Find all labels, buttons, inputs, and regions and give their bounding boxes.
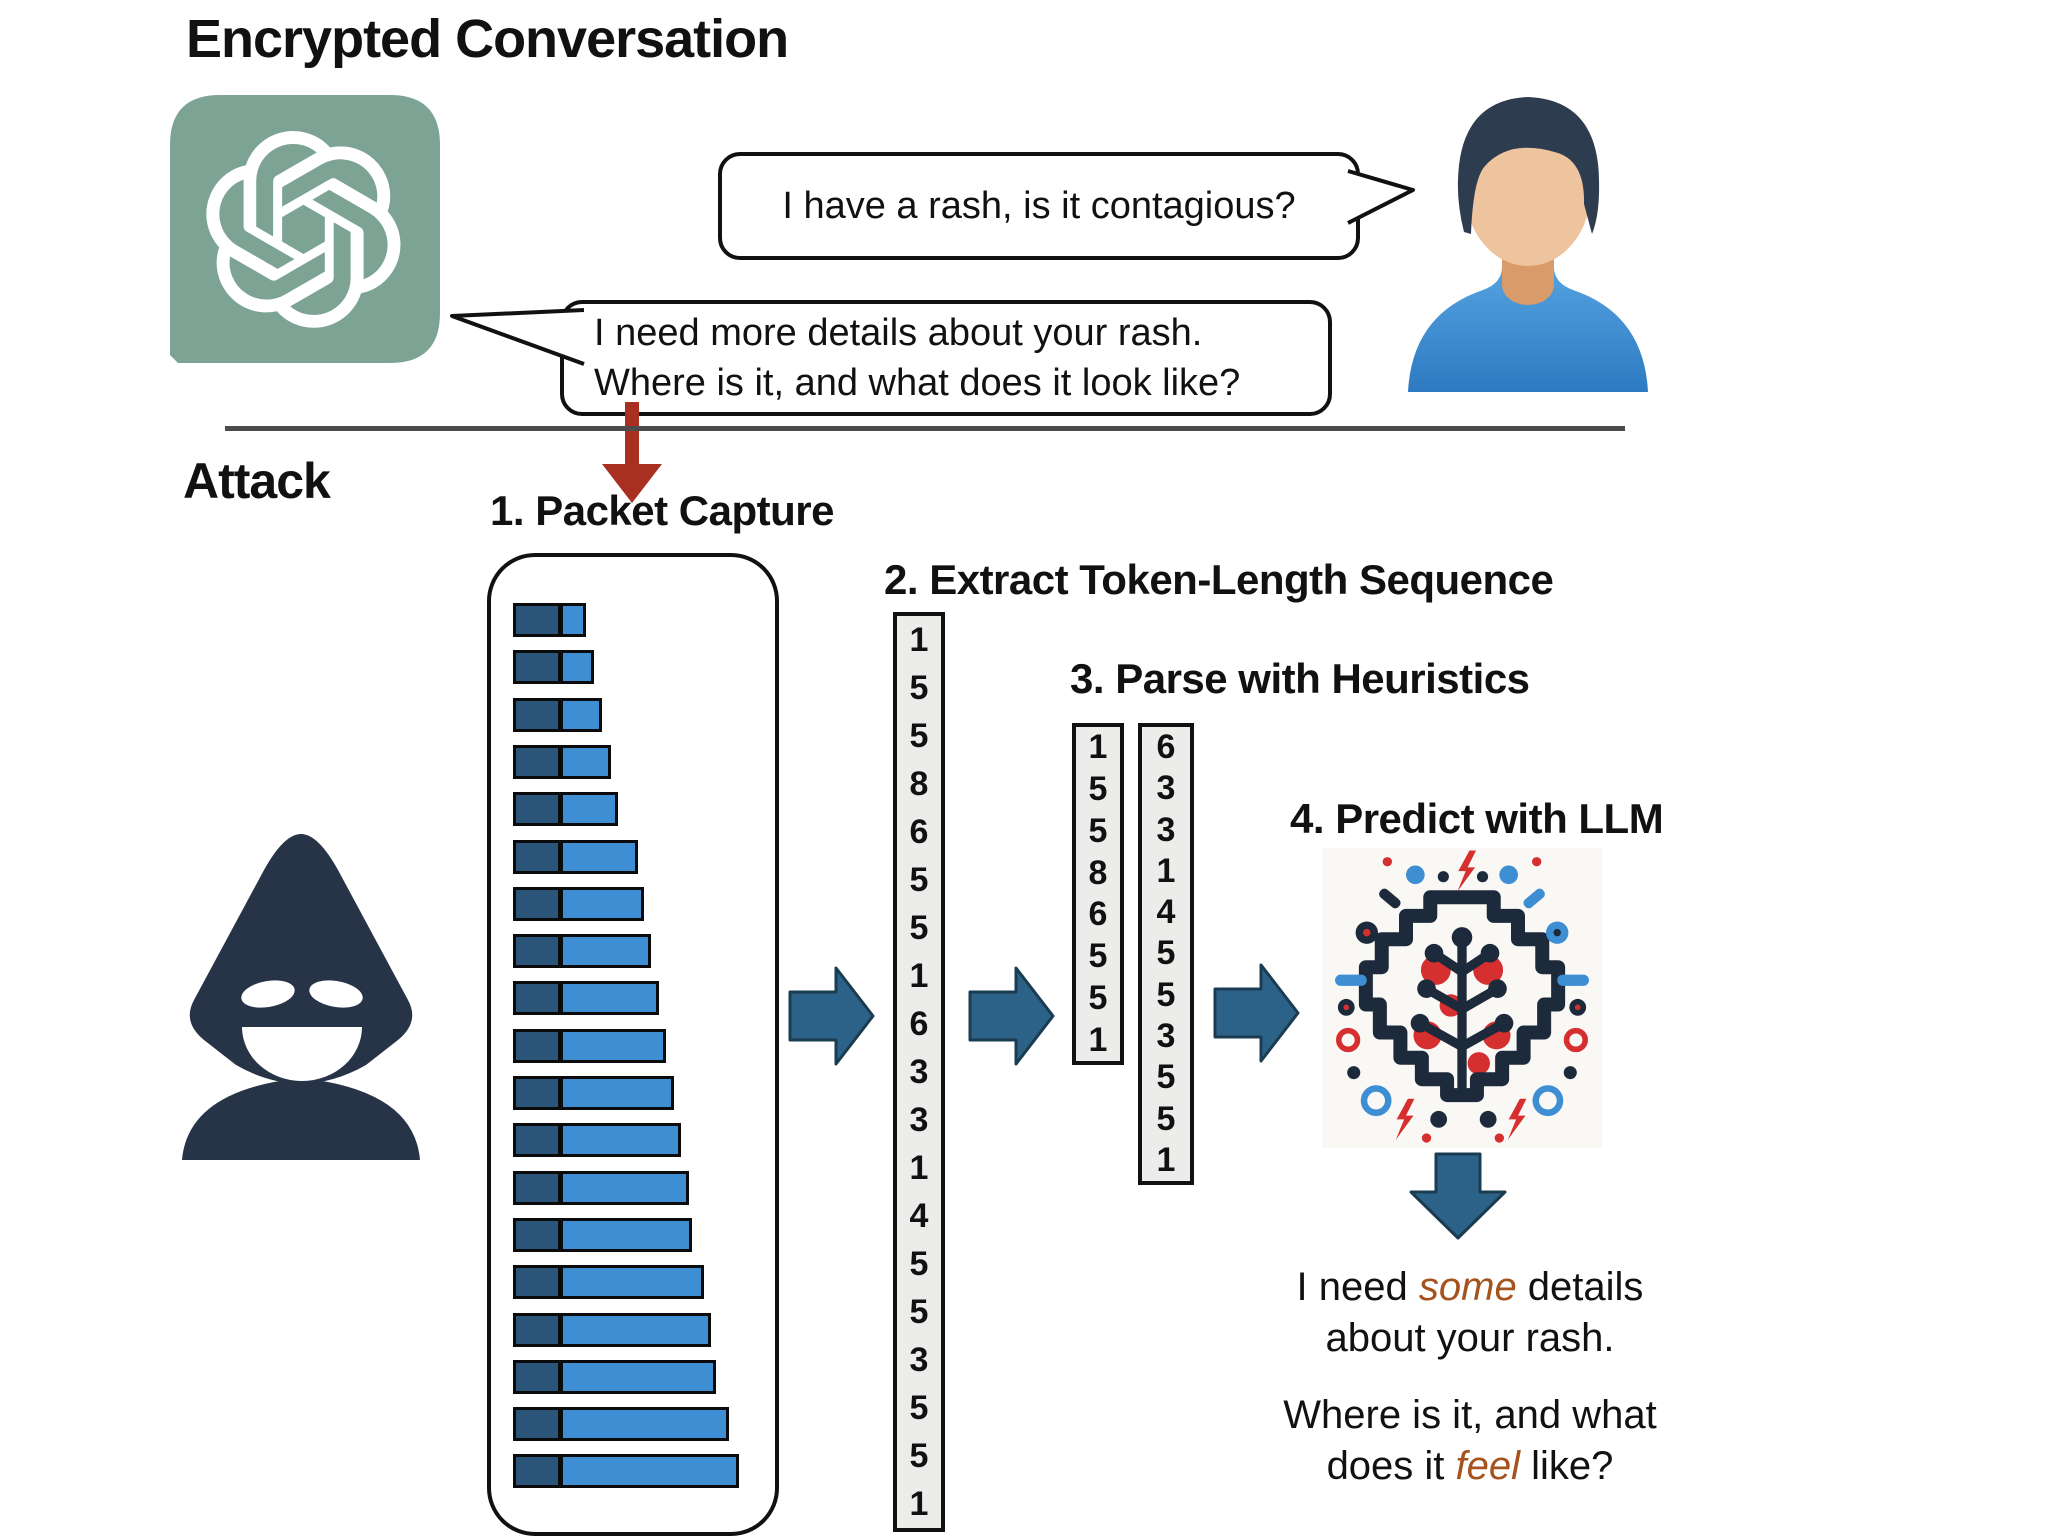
packet-bar bbox=[513, 1407, 729, 1442]
token-length-value: 5 bbox=[909, 1244, 929, 1283]
token-length-value: 5 bbox=[1156, 1058, 1176, 1097]
token-length-value: 6 bbox=[909, 1004, 929, 1043]
token-length-value: 5 bbox=[1156, 934, 1176, 973]
prediction-emphasis-word: feel bbox=[1455, 1444, 1521, 1488]
assistant-bubble: I need more details about your rash. Whe… bbox=[560, 300, 1332, 416]
token-length-value: 5 bbox=[1156, 975, 1176, 1014]
token-length-value: 1 bbox=[909, 1148, 929, 1187]
assistant-bubble-line2: Where is it, and what does it look like? bbox=[594, 362, 1241, 404]
hacker-icon bbox=[160, 822, 442, 1160]
packet-bar bbox=[513, 1123, 681, 1158]
token-length-value: 3 bbox=[1156, 810, 1176, 849]
assistant-bubble-tail bbox=[450, 308, 585, 366]
token-length-value: 5 bbox=[1156, 1099, 1176, 1138]
user-bubble-tail bbox=[1347, 169, 1415, 225]
flow-arrow-icon bbox=[968, 966, 1055, 1066]
chatgpt-logo-icon bbox=[170, 95, 440, 363]
packet-bar bbox=[513, 934, 651, 969]
token-length-value: 5 bbox=[1088, 978, 1108, 1017]
token-length-value: 3 bbox=[909, 1052, 929, 1091]
packet-bar bbox=[513, 1265, 704, 1300]
token-length-value: 1 bbox=[1088, 728, 1108, 767]
packet-bar bbox=[513, 697, 602, 732]
token-length-value: 3 bbox=[909, 1340, 929, 1379]
prediction-paragraph-2: Where is it, and what does it feel like? bbox=[1240, 1390, 1700, 1492]
packet-bar bbox=[513, 981, 659, 1016]
assistant-bubble-line1: I need more details about your rash. bbox=[594, 312, 1203, 354]
step2-label: 2. Extract Token-Length Sequence bbox=[884, 556, 1554, 603]
token-length-value: 5 bbox=[1088, 811, 1108, 850]
prediction-text-seg: like? bbox=[1520, 1444, 1614, 1488]
flow-arrow-icon bbox=[788, 966, 875, 1066]
packet-bar bbox=[513, 1312, 711, 1347]
prediction-emphasis-word: some bbox=[1418, 1265, 1517, 1309]
token-length-value: 4 bbox=[909, 1196, 929, 1235]
prediction-text-seg: does it bbox=[1326, 1444, 1456, 1488]
packet-bar bbox=[513, 886, 644, 921]
packet-bar bbox=[513, 839, 638, 874]
user-bubble-text: I have a rash, is it contagious? bbox=[782, 185, 1296, 227]
step1-label: 1. Packet Capture bbox=[490, 487, 835, 534]
token-length-value: 3 bbox=[1156, 1016, 1176, 1055]
packet-bar bbox=[513, 603, 586, 637]
packet-bar bbox=[513, 1076, 674, 1110]
token-length-value: 6 bbox=[1156, 728, 1176, 767]
step4-label: 4. Predict with LLM bbox=[1290, 795, 1664, 842]
token-length-value: 8 bbox=[1088, 853, 1108, 892]
token-length-value: 5 bbox=[909, 860, 929, 899]
user-bubble: I have a rash, is it contagious? bbox=[718, 152, 1360, 260]
token-length-value: 1 bbox=[1156, 851, 1176, 890]
token-length-column: 1 5 5 8 6 5 5 1 6 3 3 1 4 5 5 3 5 5 1 bbox=[893, 612, 945, 1532]
token-length-value: 8 bbox=[909, 764, 929, 803]
packet-bar bbox=[513, 1359, 716, 1394]
user-avatar-icon bbox=[1388, 62, 1668, 392]
token-length-value: 5 bbox=[909, 1388, 929, 1427]
packet-bar bbox=[513, 792, 618, 827]
token-length-value: 5 bbox=[909, 1292, 929, 1331]
prediction-paragraph-1: I need some details about your rash. bbox=[1240, 1262, 1700, 1364]
token-length-value: 1 bbox=[909, 1484, 929, 1523]
token-length-value: 1 bbox=[909, 620, 929, 659]
token-length-value: 1 bbox=[1088, 1020, 1108, 1059]
token-length-value: 5 bbox=[909, 908, 929, 947]
prediction-text-seg: I need bbox=[1296, 1265, 1419, 1309]
token-length-value: 5 bbox=[1088, 770, 1108, 809]
packet-bar bbox=[513, 650, 594, 685]
packet-capture-box bbox=[487, 553, 779, 1536]
capture-arrow-icon bbox=[602, 402, 662, 503]
token-length-value: 4 bbox=[1156, 893, 1176, 932]
packet-bar bbox=[513, 744, 611, 779]
prediction-text-seg: Where is it, and what bbox=[1283, 1393, 1657, 1437]
prediction-text-seg: about your rash. bbox=[1325, 1316, 1615, 1360]
token-length-value: 6 bbox=[1088, 895, 1108, 934]
token-length-value: 5 bbox=[909, 716, 929, 755]
section-divider bbox=[225, 426, 1625, 431]
flow-arrow-icon bbox=[1213, 963, 1300, 1063]
token-length-value: 3 bbox=[1156, 769, 1176, 808]
token-length-value: 5 bbox=[909, 668, 929, 707]
token-length-value: 1 bbox=[909, 956, 929, 995]
page-title: Encrypted Conversation bbox=[186, 9, 789, 69]
token-length-value: 1 bbox=[1156, 1140, 1176, 1179]
token-length-value: 5 bbox=[1088, 937, 1108, 976]
packet-bar bbox=[513, 1028, 666, 1063]
token-length-value: 3 bbox=[909, 1100, 929, 1139]
prediction-text-seg: details bbox=[1516, 1265, 1644, 1309]
step3-label: 3. Parse with Heuristics bbox=[1070, 655, 1530, 702]
predict-arrow-icon bbox=[1409, 1152, 1507, 1240]
packet-bar bbox=[513, 1217, 692, 1252]
token-length-value: 6 bbox=[909, 812, 929, 851]
attack-section-label: Attack bbox=[183, 453, 331, 509]
token-length-value: 5 bbox=[909, 1436, 929, 1475]
packet-bar bbox=[513, 1454, 739, 1489]
prediction-text: I need some details about your rash. Whe… bbox=[1240, 1262, 1700, 1518]
llm-brain-icon bbox=[1322, 848, 1602, 1148]
packet-bar bbox=[513, 1170, 689, 1205]
